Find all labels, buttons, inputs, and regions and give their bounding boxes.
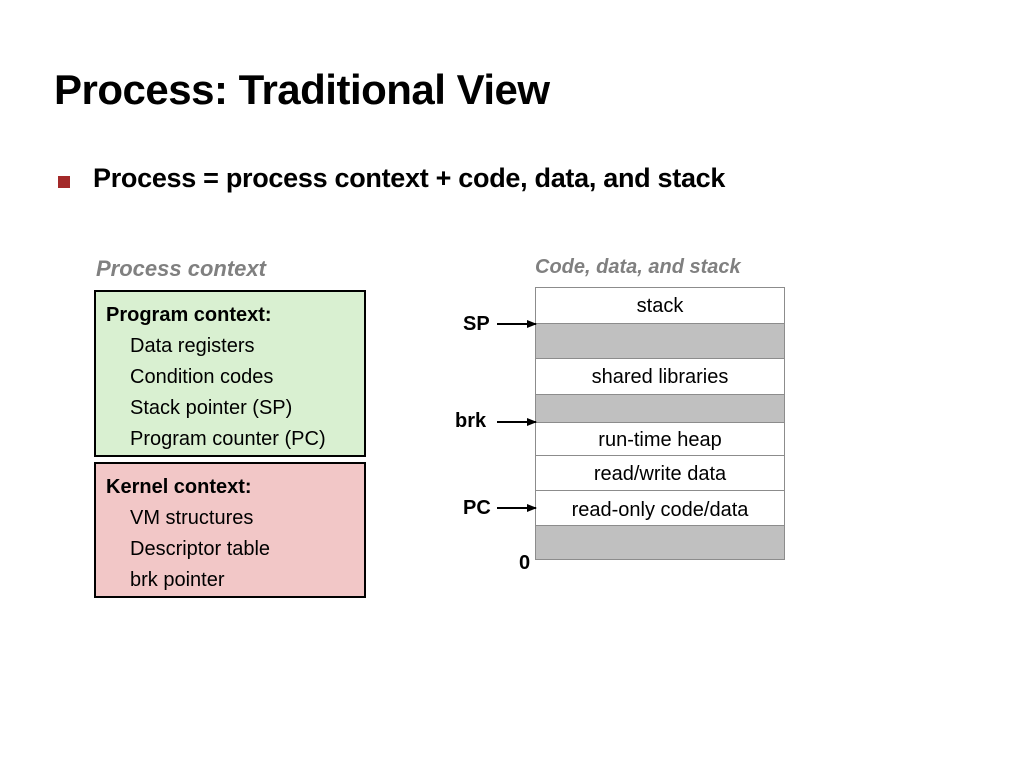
program-context-item: Condition codes [130, 366, 274, 388]
memory-block-gap [535, 323, 785, 359]
kernel-context-box: Kernel context: VM structures Descriptor… [94, 462, 366, 598]
kernel-context-item: VM structures [130, 507, 254, 529]
program-context-item: Program counter (PC) [130, 428, 326, 450]
program-context-box: Program context: Data registers Conditio… [94, 290, 366, 457]
kernel-context-item: Descriptor table [130, 538, 271, 560]
sp-label: SP [463, 313, 490, 335]
program-context-heading: Program context: [106, 304, 272, 326]
process-context-caption: Process context [96, 256, 266, 281]
slide-title: Process: Traditional View [54, 66, 550, 113]
pc-label: PC [463, 497, 491, 519]
memory-block-read-write-data: read/write data [535, 455, 785, 491]
memory-caption: Code, data, and stack [535, 256, 741, 278]
memory-block-run-time-heap: run-time heap [535, 422, 785, 456]
kernel-context-item: brk pointer [130, 569, 225, 591]
brk-label: brk [455, 410, 487, 432]
zero-label: 0 [519, 552, 531, 574]
memory-block-stack: stack [535, 287, 785, 324]
kernel-context-heading: Kernel context: [106, 476, 252, 498]
memory-block-gap [535, 525, 785, 560]
bullet-text: Process = process context + code, data, … [93, 163, 726, 193]
memory-block-gap [535, 394, 785, 423]
memory-block-read-only-code-data: read-only code/data [535, 490, 785, 526]
bullet-marker [58, 176, 70, 188]
memory-block-shared-libraries: shared libraries [535, 358, 785, 395]
program-context-item: Stack pointer (SP) [130, 397, 293, 419]
program-context-item: Data registers [130, 335, 255, 357]
